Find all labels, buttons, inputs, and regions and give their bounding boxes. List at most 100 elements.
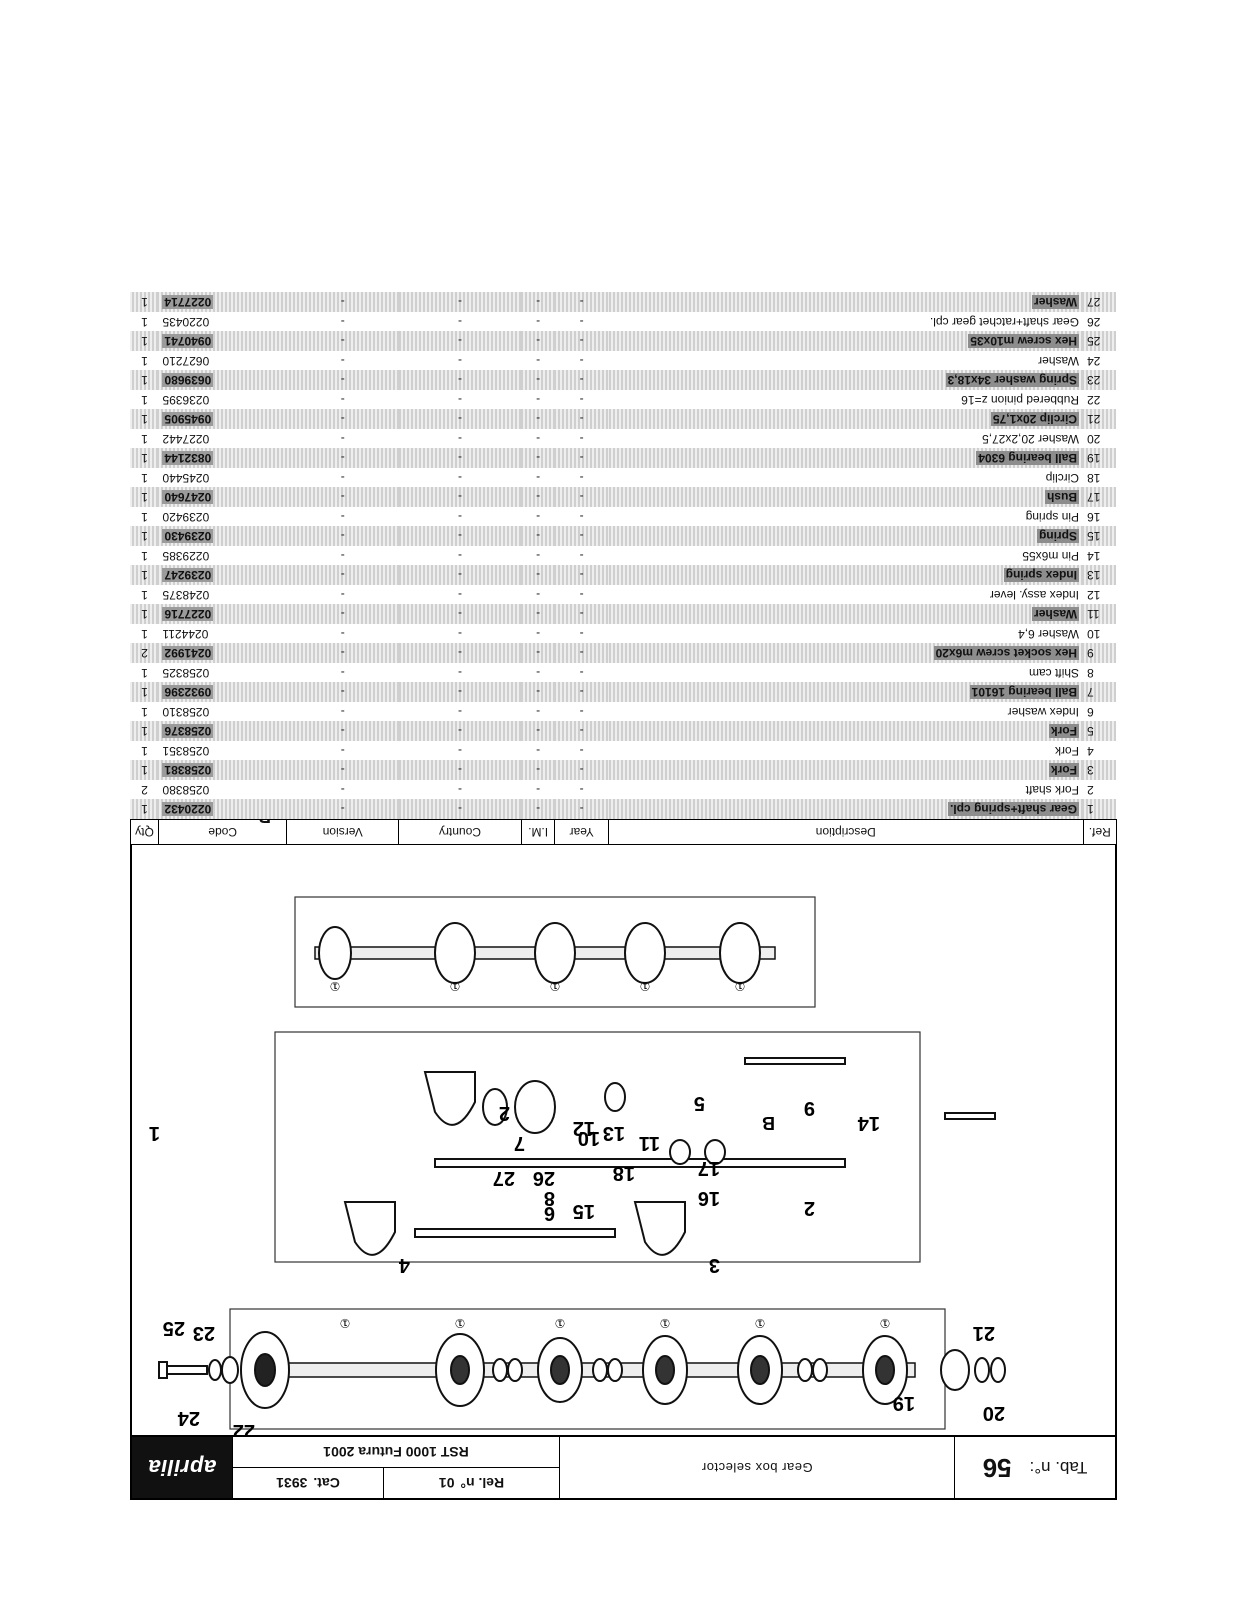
description-cell: Fork <box>608 721 1084 741</box>
hex-screw <box>164 1365 208 1375</box>
code-cell: 0940741 <box>158 331 287 351</box>
ref-cell: 18 <box>1087 470 1101 485</box>
code-cell-text: 0239247 <box>162 568 214 583</box>
selector-parts <box>343 1057 846 1256</box>
code-cell: 0247640 <box>158 487 287 507</box>
im-cell: - <box>521 760 555 780</box>
catalog-header: Tab. n°: 56 Gear box selector Rel. n° 01… <box>130 1435 1117 1500</box>
year-cell: - <box>579 665 584 680</box>
description-cell-text: Gear shaft+spring cpl. <box>947 802 1080 817</box>
im-cell: - <box>536 470 541 485</box>
im-cell: - <box>521 643 555 663</box>
country-cell: - <box>457 353 462 368</box>
gear-hub <box>750 1355 770 1385</box>
qty-cell: 1 <box>141 353 148 368</box>
callout-label: 17 <box>698 1157 720 1179</box>
qty-cell: 1 <box>141 314 148 329</box>
qty-cell: 1 <box>130 526 159 546</box>
year-cell: - <box>579 314 584 329</box>
code-cell: 0227716 <box>158 604 287 624</box>
description-cell-text: Ball bearing 6304 <box>976 451 1080 466</box>
year-cell: - <box>579 743 584 758</box>
ref-cell: 26 <box>1087 314 1101 329</box>
country-cell: - <box>457 704 462 719</box>
code-cell: 0227714 <box>158 292 287 312</box>
version-cell: - <box>286 292 399 312</box>
callout-label: 18 <box>613 1162 635 1184</box>
gear-position-mark: ① <box>455 1316 466 1330</box>
version-cell: - <box>340 782 345 797</box>
version-cell: - <box>286 604 399 624</box>
callout-label: 14 <box>857 1112 880 1134</box>
year-cell: - <box>554 604 609 624</box>
description-cell-text: Fork <box>1049 724 1080 739</box>
column-header: I.M. <box>521 819 555 845</box>
description-cell-text: Fork <box>1055 743 1080 758</box>
code-cell-text: 0239430 <box>162 529 214 544</box>
washer <box>974 1357 990 1383</box>
im-cell: - <box>521 604 555 624</box>
version-cell: - <box>340 665 345 680</box>
description-cell-text: Gear shaft+ratchet gear cpl. <box>929 314 1080 329</box>
code-cell: 0258376 <box>158 721 287 741</box>
qty-cell: 1 <box>130 565 159 585</box>
version-cell: - <box>286 331 399 351</box>
code-cell-text: 0244211 <box>162 626 209 641</box>
callout-label: 16 <box>698 1187 720 1209</box>
callout-label: 13 <box>603 1122 625 1144</box>
callout-label: 9 <box>804 1097 815 1119</box>
qty-cell: 1 <box>141 665 148 680</box>
version-cell: - <box>340 470 345 485</box>
code-cell: 0236395 <box>158 390 286 410</box>
year-cell: - <box>579 470 584 485</box>
description-cell: Spring <box>608 526 1084 546</box>
qty-cell: 1 <box>141 431 148 446</box>
year-cell: - <box>554 487 609 507</box>
description-cell-text: Fork <box>1049 763 1080 778</box>
version-cell: - <box>340 743 345 758</box>
description-cell: Fork <box>608 760 1084 780</box>
year-cell: - <box>554 565 609 585</box>
pin-spring <box>669 1139 691 1165</box>
year-cell: - <box>579 548 584 563</box>
country-cell: - <box>398 565 522 585</box>
im-cell: - <box>521 526 555 546</box>
code-cell: 0245440 <box>158 468 286 488</box>
qty-cell: 1 <box>130 604 159 624</box>
description-cell: Hex socket screw m6x20 <box>608 643 1084 663</box>
qty-cell: 1 <box>141 626 148 641</box>
ref-cell: 24 <box>1087 353 1101 368</box>
gear-position-mark: ① <box>340 1316 351 1330</box>
code-cell: 0239430 <box>158 526 287 546</box>
version-cell: - <box>340 314 345 329</box>
country-cell: - <box>398 526 522 546</box>
callout-label: 2 <box>499 1102 510 1124</box>
year-cell: - <box>579 353 584 368</box>
ref-cell: 22 <box>1087 392 1101 407</box>
description-cell-text: Index assy. lever <box>989 587 1080 602</box>
brand-cell: aprilia <box>132 1437 232 1498</box>
year-cell: - <box>554 409 609 429</box>
description-cell-text: Circlip <box>1045 470 1080 485</box>
ref-cell: 19 <box>1083 448 1117 468</box>
bush <box>704 1139 726 1165</box>
gear-hub <box>875 1355 895 1385</box>
ref-cell: 1 <box>1083 799 1117 820</box>
callout-label: 21 <box>973 1322 995 1344</box>
description-cell: Rubbered pinion z=16 <box>608 390 1083 410</box>
im-cell: - <box>536 353 541 368</box>
qty-cell: 1 <box>141 743 148 758</box>
im-cell: - <box>521 799 555 820</box>
code-cell: 0241992 <box>158 643 287 663</box>
